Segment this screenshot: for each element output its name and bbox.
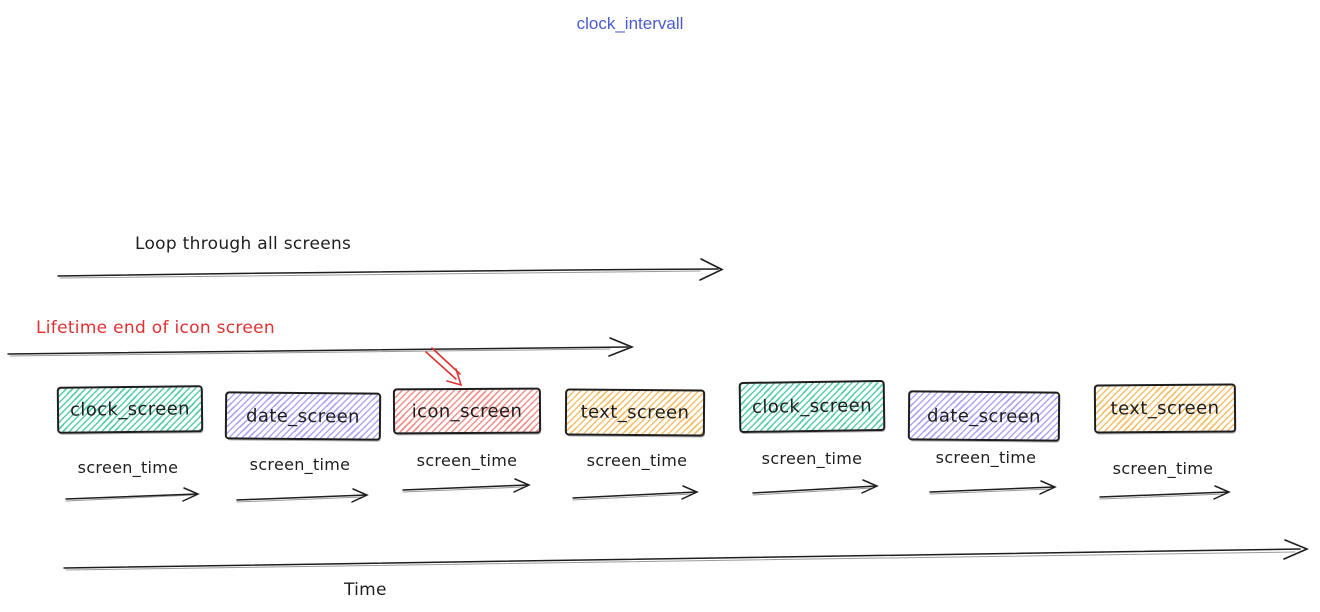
screen-time-label-4: screen_time [586,451,688,470]
screen-box-date-1: date_screen [224,391,382,441]
screen-box-date-2: date_screen [907,390,1061,442]
screen-box-clock-1: clock_screen [56,385,204,434]
screen-box-label: clock_screen [751,395,873,418]
screen-time-label-6: screen_time [935,448,1037,467]
screen-time-label-1: screen_time [77,458,179,477]
diagram-title: clock_intervall [576,14,684,33]
screen-time-label-3: screen_time [416,451,518,470]
screen-box-label: text_screen [580,401,690,424]
screen-box-icon: icon_screen [392,387,542,435]
screen-time-arrow [65,478,1231,503]
screen-box-label: icon_screen [411,400,523,422]
loop-arrow-icon [57,258,724,281]
time-axis-label: Time [344,580,387,600]
lifetime-arrow-label: Lifetime end of icon screen [36,318,275,338]
screen-box-text-2: text_screen [1093,383,1237,434]
screen-box-label: date_screen [245,405,360,427]
screen-time-label-2: screen_time [249,455,351,474]
lifetime-arrow-icon [7,337,635,357]
screen-time-label-7: screen_time [1112,459,1214,478]
time-axis-arrow-icon [63,539,1310,571]
screen-box-label: date_screen [926,405,1041,427]
loop-arrow-label: Loop through all screens [135,234,352,254]
red-pointer-arrow-icon [425,347,463,387]
screen-box-text-1: text_screen [564,388,706,437]
screen-time-label-5: screen_time [761,449,863,468]
screen-box-label: clock_screen [69,398,191,421]
screen-box-clock-2: clock_screen [738,379,886,434]
screen-box-label: text_screen [1110,397,1220,420]
